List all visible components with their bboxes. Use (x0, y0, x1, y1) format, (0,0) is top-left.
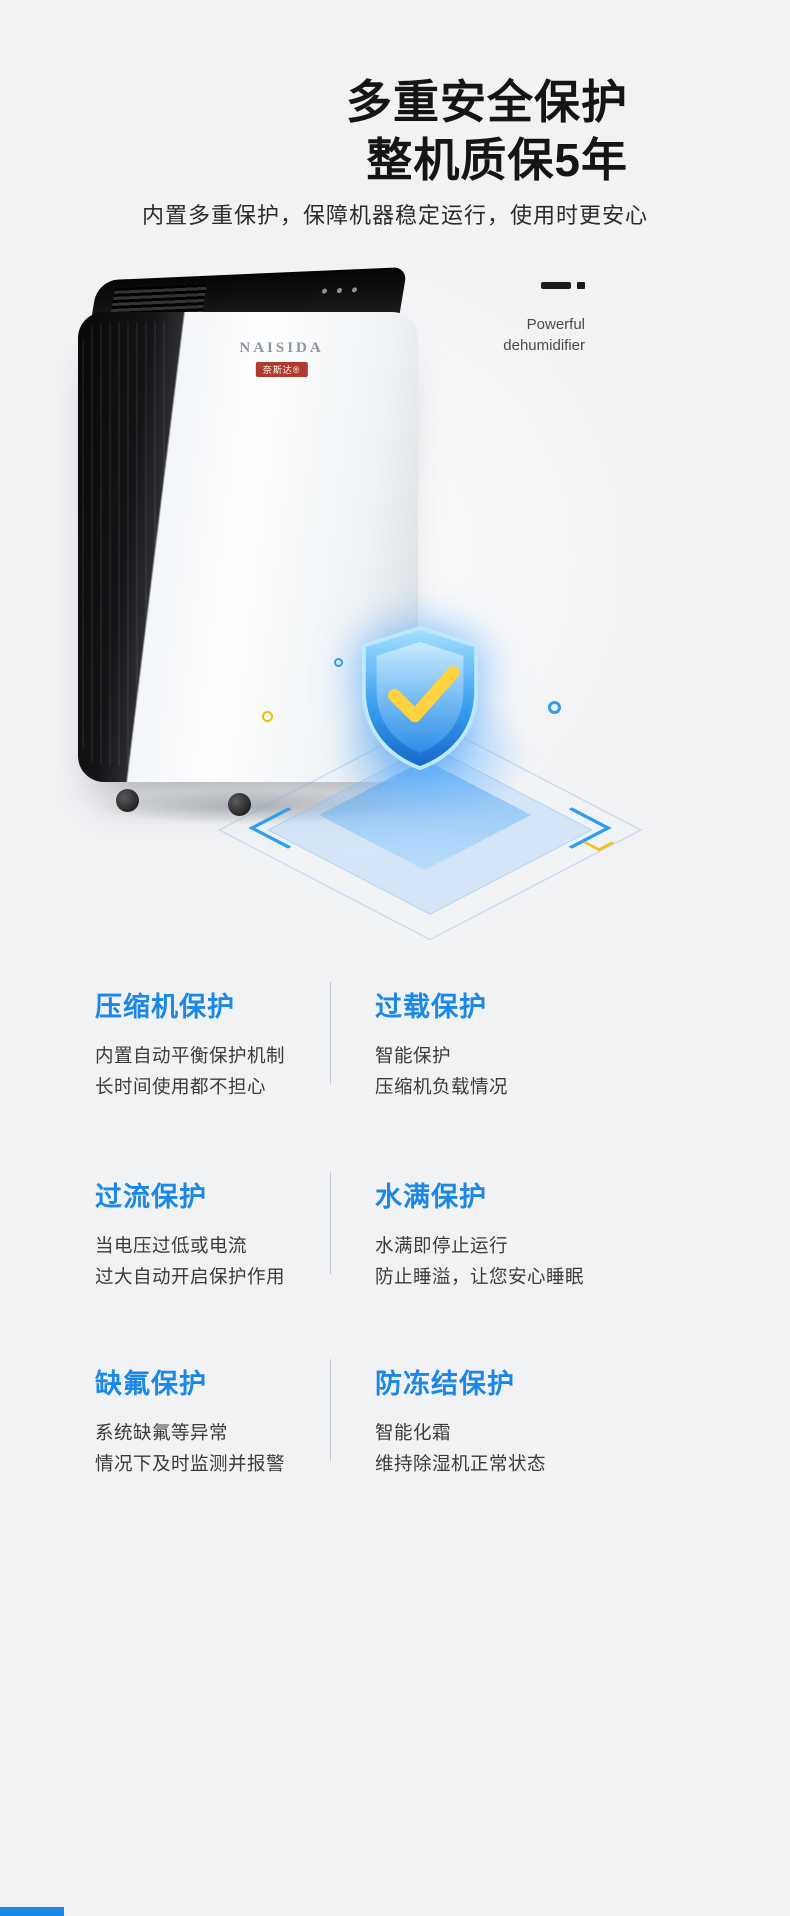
feature-refrigerant-protection: 缺氟保护 系统缺氟等异常 情况下及时监测并报警 (95, 1362, 330, 1479)
dehumidifier-product-image: NAISIDA 奈斯达® (78, 266, 423, 824)
feature-water-full-protection: 水满保护 水满即停止运行 防止睡溢，让您安心睡眠 (375, 1175, 640, 1292)
feature-desc-line: 系统缺氟等异常 (95, 1422, 229, 1443)
feature-desc-line: 智能保护 (375, 1045, 452, 1066)
feature-title: 压缩机保护 (95, 992, 235, 1022)
feature-desc-line: 防止睡溢，让您安心睡眠 (375, 1266, 585, 1288)
feature-desc-line: 压缩机负载情况 (375, 1076, 509, 1098)
feature-desc-line: 情况下及时监测并报警 (95, 1453, 286, 1475)
feature-desc-line: 当电压过低或电流 (95, 1235, 248, 1256)
brand-name-en: NAISIDA (239, 340, 324, 356)
brand-name-cn: 奈斯达® (255, 362, 308, 377)
machine-body (78, 312, 418, 782)
dash-dot-icon (577, 282, 585, 289)
decor-circle-blue-large-icon (548, 701, 561, 714)
decor-circle-yellow-icon (262, 711, 273, 722)
column-divider (330, 1172, 331, 1274)
feature-title: 过载保护 (375, 992, 487, 1022)
feature-desc-line: 维持除湿机正常状态 (375, 1453, 547, 1475)
feature-title: 过流保护 (95, 1182, 207, 1212)
tagline-line2: dehumidifier (503, 337, 585, 354)
dash-bar-icon (541, 282, 571, 289)
decor-circle-blue-icon (334, 658, 343, 667)
english-tagline: Powerful dehumidifier (503, 314, 585, 356)
caster-wheel (228, 793, 251, 816)
feature-title: 防冻结保护 (375, 1369, 515, 1399)
next-section-peek (0, 1907, 64, 1916)
feature-compressor-protection: 压缩机保护 内置自动平衡保护机制 长时间使用都不担心 (95, 985, 330, 1102)
feature-title: 缺氟保护 (95, 1369, 207, 1399)
caster-wheel (116, 789, 139, 812)
page-subtitle: 内置多重保护，保障机器稳定运行，使用时更安心 (141, 203, 648, 228)
brand-label: NAISIDA 奈斯达® (239, 340, 323, 378)
page-title-line1: 多重安全保护 (346, 76, 628, 128)
column-divider (330, 982, 331, 1084)
feature-desc-line: 内置自动平衡保护机制 (95, 1045, 286, 1066)
feature-title: 水满保护 (375, 1182, 487, 1212)
column-divider (330, 1359, 331, 1461)
tagline-line1: Powerful (526, 316, 585, 333)
feature-antifreeze-protection: 防冻结保护 智能化霜 维持除湿机正常状态 (375, 1362, 640, 1479)
machine-side-vents (82, 322, 170, 766)
page-title-line2: 整机质保5年 (366, 133, 628, 186)
feature-overcurrent-protection: 过流保护 当电压过低或电流 过大自动开启保护作用 (95, 1175, 330, 1292)
shield-check-icon (356, 624, 484, 772)
page-title: 多重安全保护 整机质保5年 (346, 74, 628, 190)
feature-desc-line: 过大自动开启保护作用 (95, 1266, 286, 1288)
dash-icon (541, 282, 585, 289)
feature-desc-line: 水满即停止运行 (375, 1235, 509, 1256)
feature-desc-line: 长时间使用都不担心 (95, 1076, 267, 1098)
feature-desc-line: 智能化霜 (375, 1422, 452, 1443)
feature-overload-protection: 过载保护 智能保护 压缩机负载情况 (375, 985, 640, 1102)
